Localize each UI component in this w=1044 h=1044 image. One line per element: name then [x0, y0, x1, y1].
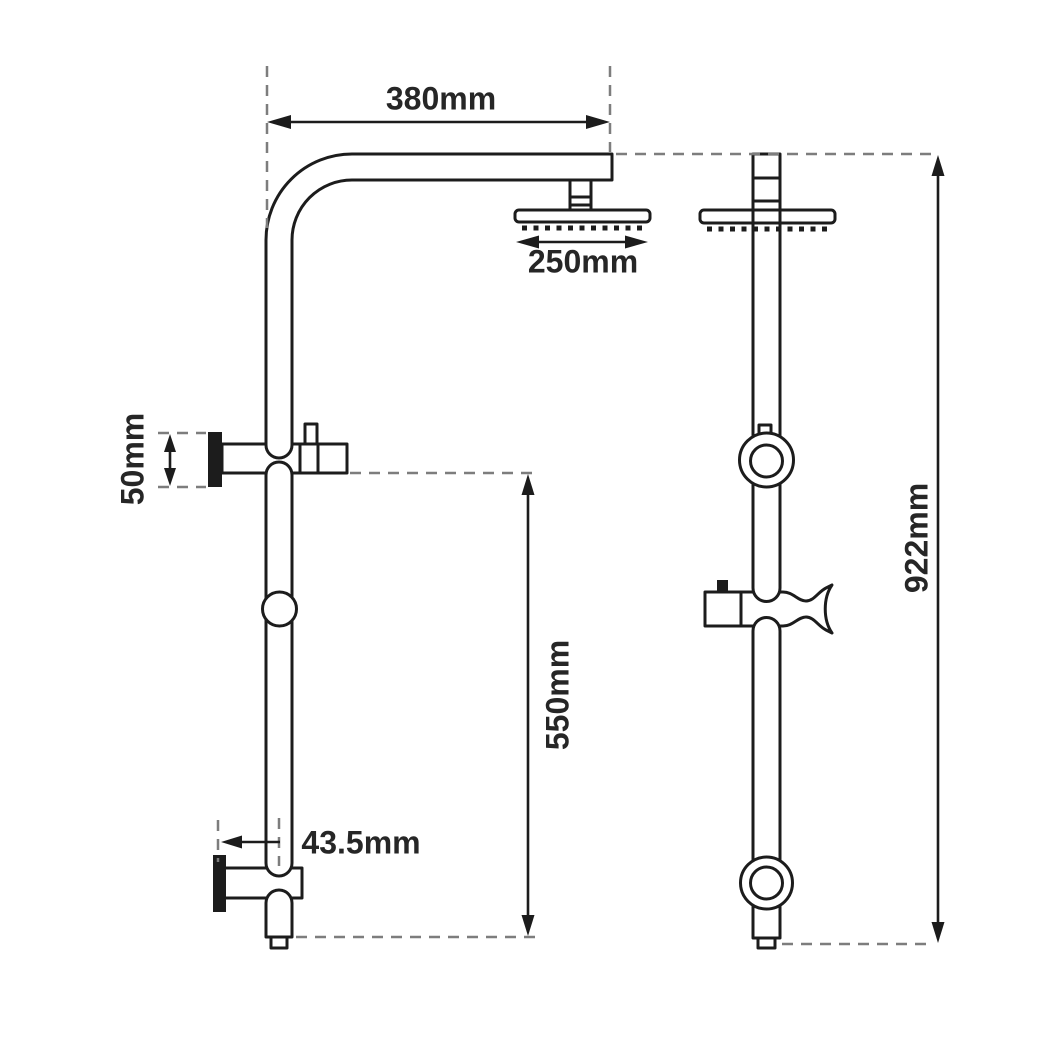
- shower-arm-tube: [264, 152, 614, 460]
- arrowhead-250-right: [625, 235, 648, 249]
- rail-pipe-bottom: [264, 888, 294, 939]
- head-connector-nut: [570, 195, 591, 207]
- arrowhead-550-bottom: [521, 915, 535, 936]
- arrowhead-380-left: [267, 115, 291, 129]
- top-bracket-joints: [298, 444, 320, 473]
- dimension-lower-rail-label: 550mm: [539, 639, 576, 751]
- overhead-shower-head-side: [698, 208, 837, 225]
- dimension-head-width-label: 250mm: [527, 243, 639, 280]
- diverter-knob: [303, 422, 319, 447]
- arrowhead-50-bottom: [164, 468, 176, 486]
- bottom-wall-bracket: [221, 866, 304, 900]
- dimension-bracket-height-label: 50mm: [114, 412, 151, 506]
- holder-block: [703, 590, 743, 628]
- slider-ring: [261, 590, 298, 628]
- arrowhead-435-left: [221, 835, 242, 849]
- bottom-outlet-nub: [269, 935, 289, 950]
- front-view: [208, 152, 652, 950]
- arrowhead-250-left: [516, 235, 539, 249]
- side-outlet-nub: [756, 936, 777, 950]
- arrowhead-380-right: [586, 115, 610, 129]
- top-wall-flange: [208, 432, 222, 487]
- arrowhead-922-top: [931, 155, 945, 176]
- arrowhead-550-top: [521, 474, 535, 495]
- overhead-shower-head: [513, 208, 652, 224]
- bottom-bracket-ring-inner: [749, 865, 784, 901]
- arrowhead-922-bottom: [931, 922, 945, 943]
- dimension-wall-offset-label: 43.5mm: [301, 824, 421, 861]
- pipe-connector-joints: [753, 176, 780, 203]
- side-rail-pipe-upper: [751, 152, 782, 603]
- bottom-wall-flange: [213, 855, 226, 912]
- side-view: [698, 152, 837, 950]
- rail-pipe-middle: [264, 460, 294, 878]
- dimension-total-height-label: 922mm: [898, 482, 935, 594]
- arrowhead-50-top: [164, 434, 176, 452]
- top-bracket-ring-inner: [749, 443, 784, 479]
- holder-button: [717, 580, 728, 593]
- dimension-lines: [158, 66, 945, 946]
- dimension-arm-reach-label: 380mm: [385, 80, 497, 117]
